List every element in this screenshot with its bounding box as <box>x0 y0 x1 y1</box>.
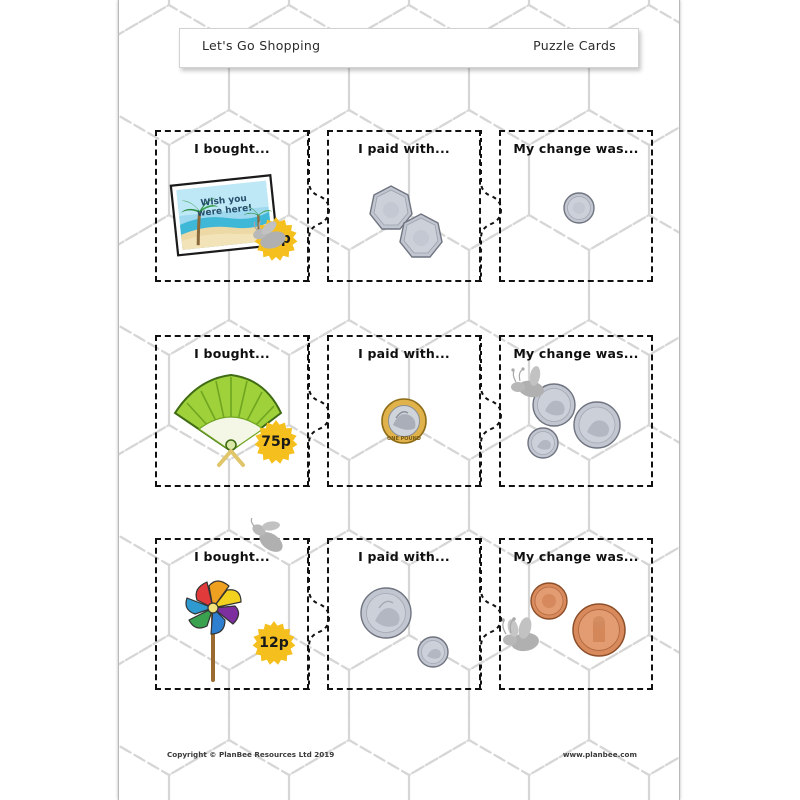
page-subtitle: Puzzle Cards <box>533 38 616 53</box>
coin-legend-text: ONE POUND <box>387 436 421 442</box>
title-bar: Let's Go Shopping Puzzle Cards <box>179 28 639 68</box>
price-badge-2: 75p <box>253 419 299 465</box>
card-label-paid: I paid with... <box>358 549 450 564</box>
postcard-text-line1: Wish you <box>200 194 247 209</box>
coin-1p <box>530 582 568 620</box>
card-paid-2[interactable]: I paid with... ONE POUND <box>327 335 481 487</box>
website-link[interactable]: www.planbee.com <box>562 750 637 759</box>
page-footer: Copyright © PlanBee Resources Ltd 2019 w… <box>167 750 637 764</box>
coins-change-2 <box>501 363 651 487</box>
page-title: Let's Go Shopping <box>202 38 321 53</box>
coin-20p-b <box>399 213 443 258</box>
coin-20p-a <box>369 185 413 230</box>
card-change-3[interactable]: My change was... <box>499 538 653 690</box>
card-bought-1[interactable]: I bought... <box>155 130 309 282</box>
card-label-change: My change was... <box>513 346 639 361</box>
card-label-paid: I paid with... <box>358 141 450 156</box>
coins-paid-3 <box>329 566 479 690</box>
card-label-paid: I paid with... <box>358 346 450 361</box>
coins-change-3 <box>501 566 651 690</box>
copyright-text: Copyright © PlanBee Resources Ltd 2019 <box>167 750 335 759</box>
page-sheet: Let's Go Shopping Puzzle Cards I bought.… <box>118 0 680 800</box>
coin-5p <box>527 427 559 459</box>
card-paid-1[interactable]: I paid with... <box>327 130 481 282</box>
item-art-postcard: Wish you were here! <box>157 158 307 282</box>
card-change-2[interactable]: My change was... <box>499 335 653 487</box>
coins-paid-2: ONE POUND <box>329 363 479 487</box>
card-label-change: My change was... <box>513 549 639 564</box>
coin-5p <box>417 636 449 668</box>
price-badge-1: 35p <box>253 216 299 262</box>
card-paid-3[interactable]: I paid with... <box>327 538 481 690</box>
puzzle-row-2: I bought... <box>155 335 655 487</box>
price-badge-3: 12p <box>251 620 297 666</box>
coin-2p <box>572 603 626 657</box>
puzzle-row-3: I bought... <box>155 518 655 690</box>
card-label-bought: I bought... <box>194 141 270 156</box>
card-change-1[interactable]: My change was... <box>499 130 653 282</box>
item-art-pinwheel <box>157 566 307 690</box>
price-text-3: 12p <box>259 635 289 651</box>
card-label-change: My change was... <box>513 141 639 156</box>
coin-10p <box>360 587 412 639</box>
coin-10p-a <box>532 383 576 427</box>
price-text-2: 75p <box>261 434 291 450</box>
coin-10p-b <box>573 401 621 449</box>
item-art-fan <box>157 363 307 487</box>
card-bought-2[interactable]: I bought... <box>155 335 309 487</box>
card-label-bought: I bought... <box>194 549 270 564</box>
card-label-bought: I bought... <box>194 346 270 361</box>
price-text-1: 35p <box>261 231 291 247</box>
puzzle-row-1: I bought... <box>155 130 655 282</box>
card-bought-3[interactable]: I bought... <box>155 518 309 690</box>
coins-paid-1 <box>329 158 479 282</box>
coin-5p <box>563 192 595 224</box>
coins-change-1 <box>501 158 651 282</box>
coin-one-pound: ONE POUND <box>381 398 427 444</box>
